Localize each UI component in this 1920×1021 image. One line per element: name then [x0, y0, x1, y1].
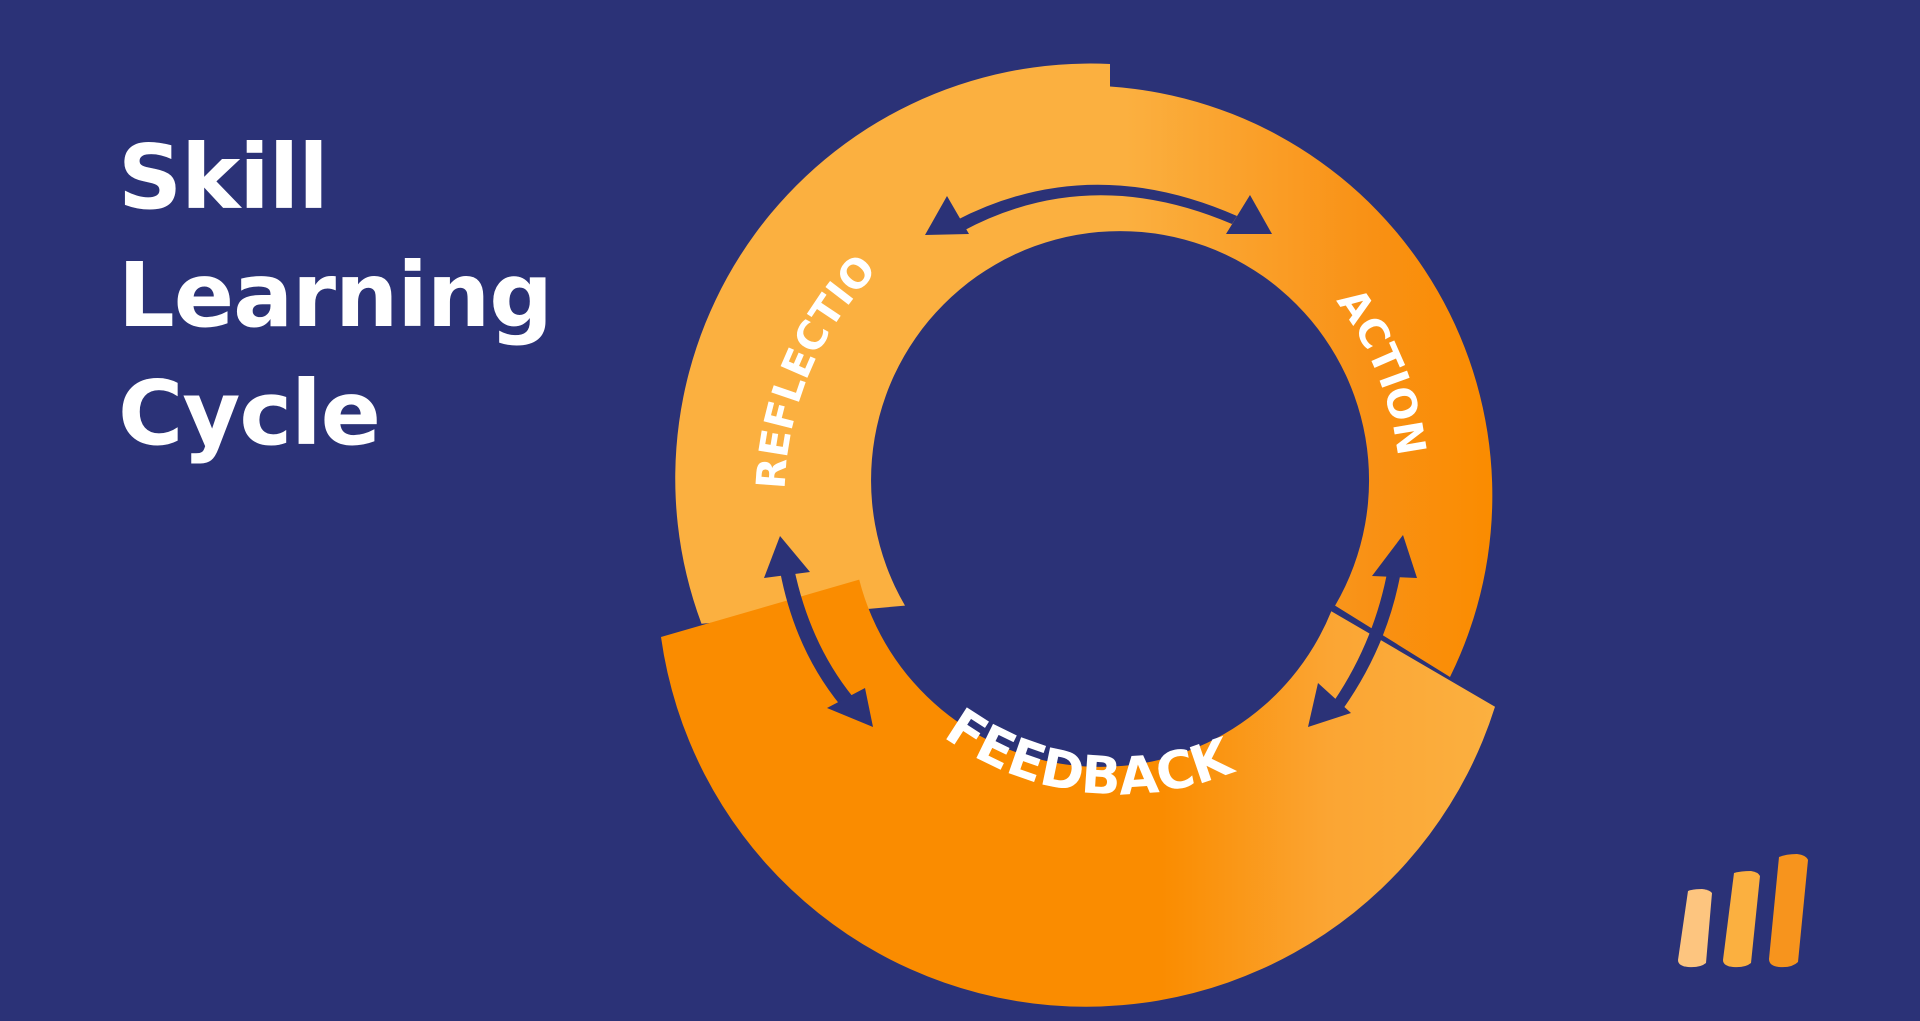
ring-segment-feedback: [661, 579, 1495, 1007]
title-line-3: Cycle: [118, 361, 381, 465]
three-bars-logo-icon: [1678, 854, 1808, 968]
arrow-action-feedback: [1308, 535, 1417, 727]
arrow-reflection-feedback: [764, 536, 873, 727]
title-line-1: Skill: [118, 125, 329, 229]
ring-segment-reflection-action: [675, 63, 1493, 677]
page-title: Skill Learning Cycle: [118, 118, 553, 472]
title-line-2: Learning: [118, 243, 553, 347]
arrow-reflection-action: [925, 184, 1272, 235]
